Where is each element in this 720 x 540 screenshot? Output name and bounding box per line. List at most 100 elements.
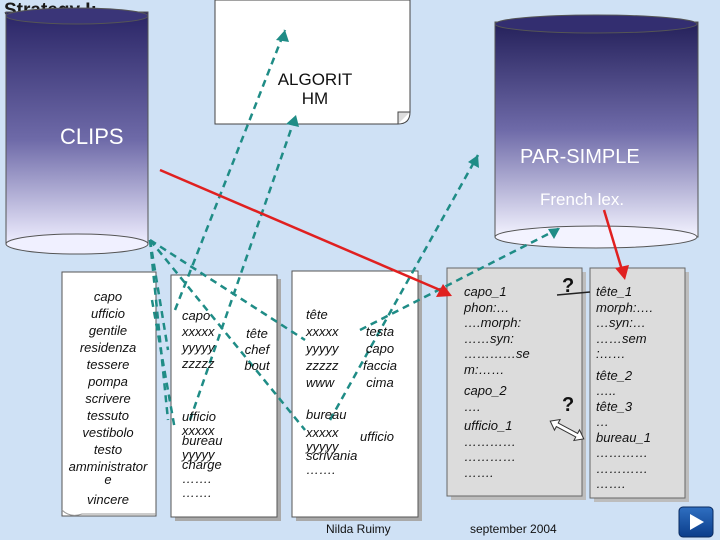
- date-footer: september 2004: [470, 522, 557, 536]
- italian-word: vestibolo: [82, 425, 134, 440]
- lexicon-line: phon:…: [464, 299, 510, 315]
- italian-word: amministrator: [68, 459, 148, 474]
- doc-italian: [61, 271, 157, 517]
- lexicon-line: m:……: [464, 361, 505, 377]
- entry-line: www: [306, 375, 335, 390]
- doc-italian-lexicon: [446, 267, 586, 500]
- lexicon-line: …..: [596, 383, 617, 398]
- algorithm-line-1: ALGORIT: [277, 70, 353, 89]
- italian-word: vincere: [87, 492, 129, 507]
- parsimple-cylinder: [494, 14, 699, 249]
- italian-word: scrivere: [85, 391, 131, 406]
- doc2-bureau-block: bureau xxxxx yyyyy scrivania …….: [306, 408, 357, 477]
- lexicon-line: …….: [464, 464, 494, 480]
- doc1-tete-block: tête chef bout: [238, 326, 276, 374]
- lexicon-line: ufficio_1: [464, 418, 513, 433]
- entry-word: tête: [306, 307, 328, 322]
- entry-line: xxxxx: [306, 425, 339, 440]
- italian-word: e: [104, 472, 112, 487]
- entry-line: zzzzz: [182, 356, 215, 371]
- red-arrows: [159, 168, 624, 292]
- italian-word: capo: [93, 289, 123, 304]
- entry-word: capo: [182, 308, 211, 323]
- entry-line: xxxxx: [306, 324, 339, 339]
- lexicon-line: morph:….: [596, 299, 654, 315]
- lexicon-line: …………: [464, 449, 516, 464]
- lexicon-line: tête_3: [596, 398, 633, 414]
- doc1-ufficio-block: ufficio xxxxx bureau yyyyy charge ……. ………: [182, 410, 222, 500]
- italian-lexicon-entries: capo_1 phon:… ….morph: ……syn: …………se m:……: [464, 284, 530, 480]
- entry-word: bureau: [306, 407, 347, 422]
- entry-line: xxxxx: [182, 423, 215, 438]
- lexicon-line: capo_2: [464, 383, 507, 398]
- lexicon-line: …: [596, 414, 609, 429]
- entry-line: …….: [182, 485, 212, 500]
- italian-word-list: capo ufficio gentile residenza tessere p…: [52, 288, 164, 508]
- entry-line: xxxxx: [182, 324, 215, 339]
- question-mark: ?: [562, 275, 575, 297]
- entry-word: cima: [366, 375, 394, 390]
- clips-label: CLIPS: [60, 124, 124, 149]
- entry-line: zzzzz: [306, 358, 339, 373]
- entry-line: yyyyy: [182, 340, 215, 355]
- italian-word: testo: [93, 442, 123, 457]
- entry-line: yyyyy: [306, 341, 339, 356]
- author-footer: Nilda Ruimy: [326, 522, 391, 536]
- lexicon-line: …….: [596, 476, 626, 491]
- entry-word: ufficio: [182, 409, 216, 424]
- question-mark: ?: [562, 394, 575, 416]
- lexicon-line: bureau_1: [596, 429, 651, 445]
- doc2-tete-block: tête xxxxx yyyyy zzzzz www: [306, 306, 339, 391]
- entry-word: bureau: [182, 433, 223, 448]
- lexicon-line: …………: [464, 433, 516, 449]
- doc2-ufficio-label: ufficio: [360, 429, 394, 444]
- italian-word: ufficio: [91, 306, 125, 321]
- lexicon-line: capo_1: [464, 284, 507, 299]
- parsimple-label: PAR-SIMPLE: [520, 146, 640, 168]
- lexicon-line: ….morph:: [464, 315, 522, 330]
- lexicon-line: tête_1: [596, 284, 633, 299]
- entry-word: testa: [365, 324, 395, 339]
- entry-line: yyyyy: [182, 447, 215, 462]
- italian-word: pompa: [88, 374, 128, 389]
- lexicon-line: ……sem: [596, 330, 647, 346]
- lexicon-line: :……: [596, 346, 626, 361]
- entry-line: chef: [244, 342, 270, 357]
- entry-line: yyyyy: [306, 439, 339, 454]
- entry-line: bout: [244, 358, 270, 373]
- italian-word: gentile: [88, 323, 128, 338]
- red-arrowheads: [436, 265, 629, 297]
- lexicon-line: ……syn:: [464, 330, 514, 346]
- italian-word: tessuto: [87, 408, 129, 423]
- nav-next-icon[interactable]: [678, 506, 714, 538]
- entry-word: scrivania: [306, 448, 358, 463]
- algorithm-line-2: HM: [301, 89, 329, 108]
- algorithm-doc-fold: [397, 111, 410, 124]
- doc-french-lexicon: [589, 267, 689, 502]
- clips-cylinder: [5, 7, 149, 255]
- algorithm-label: ALGORIT HM: [222, 70, 408, 108]
- italian-word: residenza: [79, 340, 137, 355]
- italian-word: tessere: [86, 357, 130, 372]
- french-lexicon-entries: tête_1 morph:…. …syn:… ……sem :…… tête_2 …: [596, 284, 653, 492]
- lexicon-line: …………se: [464, 346, 530, 361]
- doc2-testa-block: testa capo faccia cima: [354, 323, 406, 391]
- entry-line: …….: [182, 471, 212, 486]
- lexicon-line: ….: [464, 398, 481, 414]
- match-links: [556, 291, 591, 296]
- teal-connectors: [148, 29, 561, 431]
- entry-word: charge: [182, 457, 222, 472]
- entry-word: faccia: [363, 358, 397, 373]
- doc-bilingual-1: [170, 274, 281, 521]
- doc1-capo-block: capo xxxxx yyyyy zzzzz: [182, 308, 215, 372]
- entry-word: tête: [246, 326, 268, 341]
- lexicon-line: …………: [596, 445, 648, 460]
- entry-word: capo: [365, 341, 395, 356]
- parsimple-sublabel: French lex.: [540, 190, 625, 209]
- lexicon-line: tête_2: [596, 367, 633, 383]
- lexicon-line: …………: [596, 460, 648, 476]
- lexicon-line: …syn:…: [596, 315, 646, 330]
- entry-line: …….: [306, 462, 336, 477]
- teal-arrowheads: [276, 30, 560, 239]
